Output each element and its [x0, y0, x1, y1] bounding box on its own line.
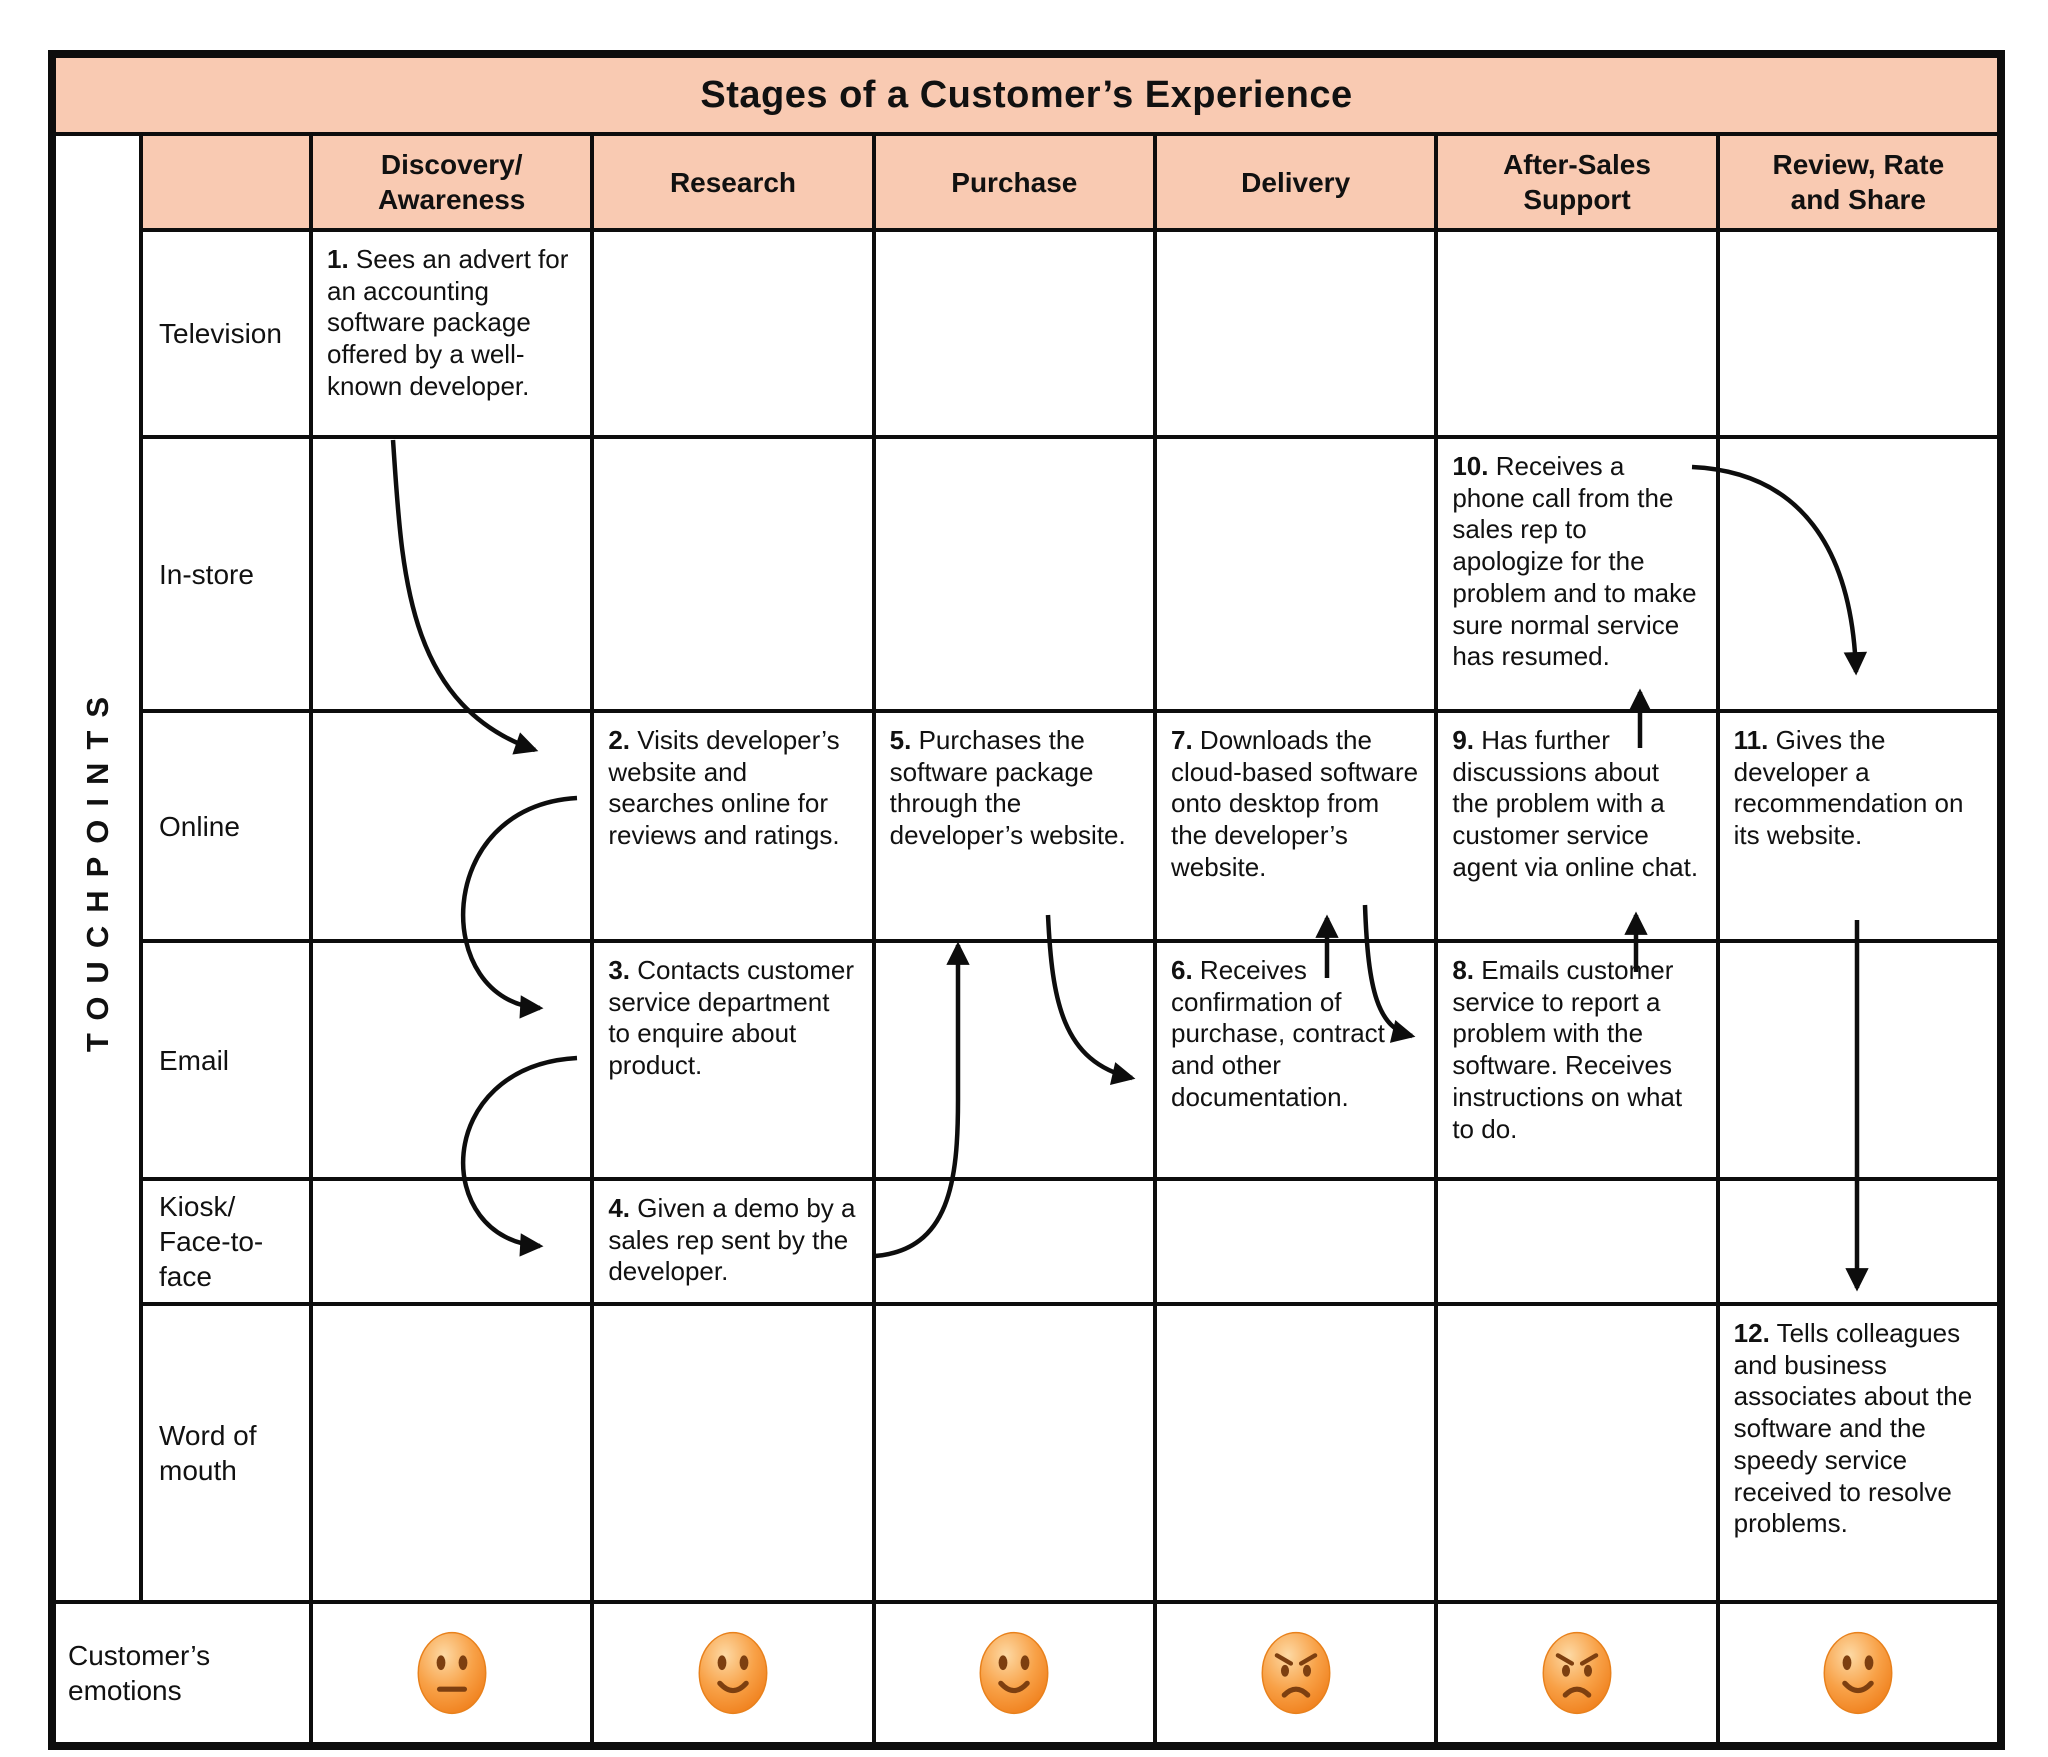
row-label-word-of-mouth: Word of mouth — [141, 1304, 311, 1602]
happy-face-icon — [979, 1631, 1049, 1715]
touchpoints-label: TOUCHPOINTS — [79, 683, 115, 1053]
empty-cell — [873, 941, 1155, 1179]
empty-cell — [1436, 1179, 1718, 1304]
step-text: Sees an advert for an accounting softwar… — [327, 244, 569, 401]
step-number: 6. — [1171, 955, 1193, 985]
empty-cell — [1155, 437, 1437, 711]
step-text: Receives confirmation of purchase, contr… — [1171, 955, 1385, 1112]
cell-5-online-purchase: 5. Purchases the software package throug… — [873, 711, 1155, 941]
empty-cell — [1717, 941, 1999, 1179]
empty-cell — [311, 711, 593, 941]
step-text: Receives a phone call from the sales rep… — [1452, 451, 1697, 672]
step-text: Emails customer service to report a prob… — [1452, 955, 1683, 1144]
step-text: Tells colleagues and business associates… — [1733, 1318, 1973, 1539]
empty-cell — [311, 437, 593, 711]
journey-table: Stages of a Customer’s Experience TOUCHP… — [48, 50, 2005, 1750]
step-number: 7. — [1171, 725, 1193, 755]
happy-face-icon — [698, 1631, 768, 1715]
cell-6-email-delivery: 6. Receives confirmation of purchase, co… — [1155, 941, 1437, 1179]
empty-cell — [1717, 437, 1999, 711]
emotions-row-label: Customer’s emotions — [54, 1602, 311, 1744]
empty-cell — [592, 437, 874, 711]
step-number: 11. — [1733, 725, 1769, 755]
step-text: Given a demo by a sales rep sent by the … — [608, 1193, 856, 1287]
emotion-cell-aftersales — [1436, 1602, 1718, 1744]
row-label-kiosk: Kiosk/ Face-to- face — [141, 1179, 311, 1304]
empty-cell — [311, 941, 593, 1179]
step-number: 2. — [608, 725, 631, 755]
empty-cell — [1155, 1179, 1437, 1304]
step-text: Gives the developer a recommendation on … — [1733, 725, 1964, 851]
empty-cell — [873, 437, 1155, 711]
step-number: 8. — [1452, 955, 1475, 985]
stage-header-review: Review, Rate and Share — [1717, 134, 1999, 230]
neutral-face-icon — [417, 1631, 487, 1715]
step-text: Purchases the software package through t… — [889, 725, 1126, 851]
step-text: Downloads the cloud-based software onto … — [1171, 725, 1419, 882]
empty-cell — [873, 1179, 1155, 1304]
empty-cell — [1717, 1179, 1999, 1304]
empty-cell — [1155, 230, 1437, 437]
step-number: 10. — [1452, 451, 1489, 481]
emotion-cell-delivery — [1155, 1602, 1437, 1744]
step-text: Contacts customer service department to … — [608, 955, 854, 1081]
cell-3-email-research: 3. Contacts customer service department … — [592, 941, 874, 1179]
cell-2-online-research: 2. Visits developer’s website and search… — [592, 711, 874, 941]
cell-7-online-delivery: 7. Downloads the cloud-based software on… — [1155, 711, 1437, 941]
row-label-online: Online — [141, 711, 311, 941]
cell-10-instore-aftersales: 10. Receives a phone call from the sales… — [1436, 437, 1718, 711]
empty-cell — [311, 1304, 593, 1602]
emotion-cell-discovery — [311, 1602, 593, 1744]
step-number: 3. — [608, 955, 631, 985]
angry-face-icon — [1261, 1631, 1331, 1715]
empty-cell — [1717, 230, 1999, 437]
empty-cell — [592, 230, 874, 437]
stage-header-purchase: Purchase — [873, 134, 1155, 230]
page-title: Stages of a Customer’s Experience — [54, 56, 1999, 134]
empty-cell — [873, 230, 1155, 437]
touchpoints-axis: TOUCHPOINTS — [54, 134, 141, 1602]
row-label-television: Television — [141, 230, 311, 437]
empty-cell — [592, 1304, 874, 1602]
angry-face-icon — [1542, 1631, 1612, 1715]
empty-cell — [1436, 230, 1718, 437]
emotion-cell-purchase — [873, 1602, 1155, 1744]
empty-cell — [1436, 1304, 1718, 1602]
cell-4-kiosk-research: 4. Given a demo by a sales rep sent by t… — [592, 1179, 874, 1304]
step-number: 12. — [1733, 1318, 1770, 1348]
emotion-cell-review — [1717, 1602, 1999, 1744]
step-number: 5. — [889, 725, 912, 755]
step-number: 1. — [327, 244, 349, 274]
empty-cell — [1155, 1304, 1437, 1602]
happy-face-icon — [1823, 1631, 1893, 1715]
stage-header-delivery: Delivery — [1155, 134, 1437, 230]
cell-1-television-discovery: 1. Sees an advert for an accounting soft… — [311, 230, 593, 437]
empty-cell — [873, 1304, 1155, 1602]
cell-8-email-aftersales: 8. Emails customer service to report a p… — [1436, 941, 1718, 1179]
row-label-email: Email — [141, 941, 311, 1179]
step-text: Has further discussions about the proble… — [1452, 725, 1699, 882]
emotion-cell-research — [592, 1602, 874, 1744]
step-number: 4. — [608, 1193, 631, 1223]
cell-11-online-review: 11. Gives the developer a recommendation… — [1717, 711, 1999, 941]
cell-12-wordofmouth-review: 12. Tells colleagues and business associ… — [1717, 1304, 1999, 1602]
step-number: 9. — [1452, 725, 1475, 755]
row-label-instore: In-store — [141, 437, 311, 711]
header-corner-cell — [141, 134, 311, 230]
step-text: Visits developer’s website and searches … — [608, 725, 840, 851]
cell-9-online-aftersales: 9. Has further discussions about the pro… — [1436, 711, 1718, 941]
stage-header-research: Research — [592, 134, 874, 230]
empty-cell — [311, 1179, 593, 1304]
stage-header-discovery: Discovery/ Awareness — [311, 134, 593, 230]
stage-header-aftersales: After-Sales Support — [1436, 134, 1718, 230]
